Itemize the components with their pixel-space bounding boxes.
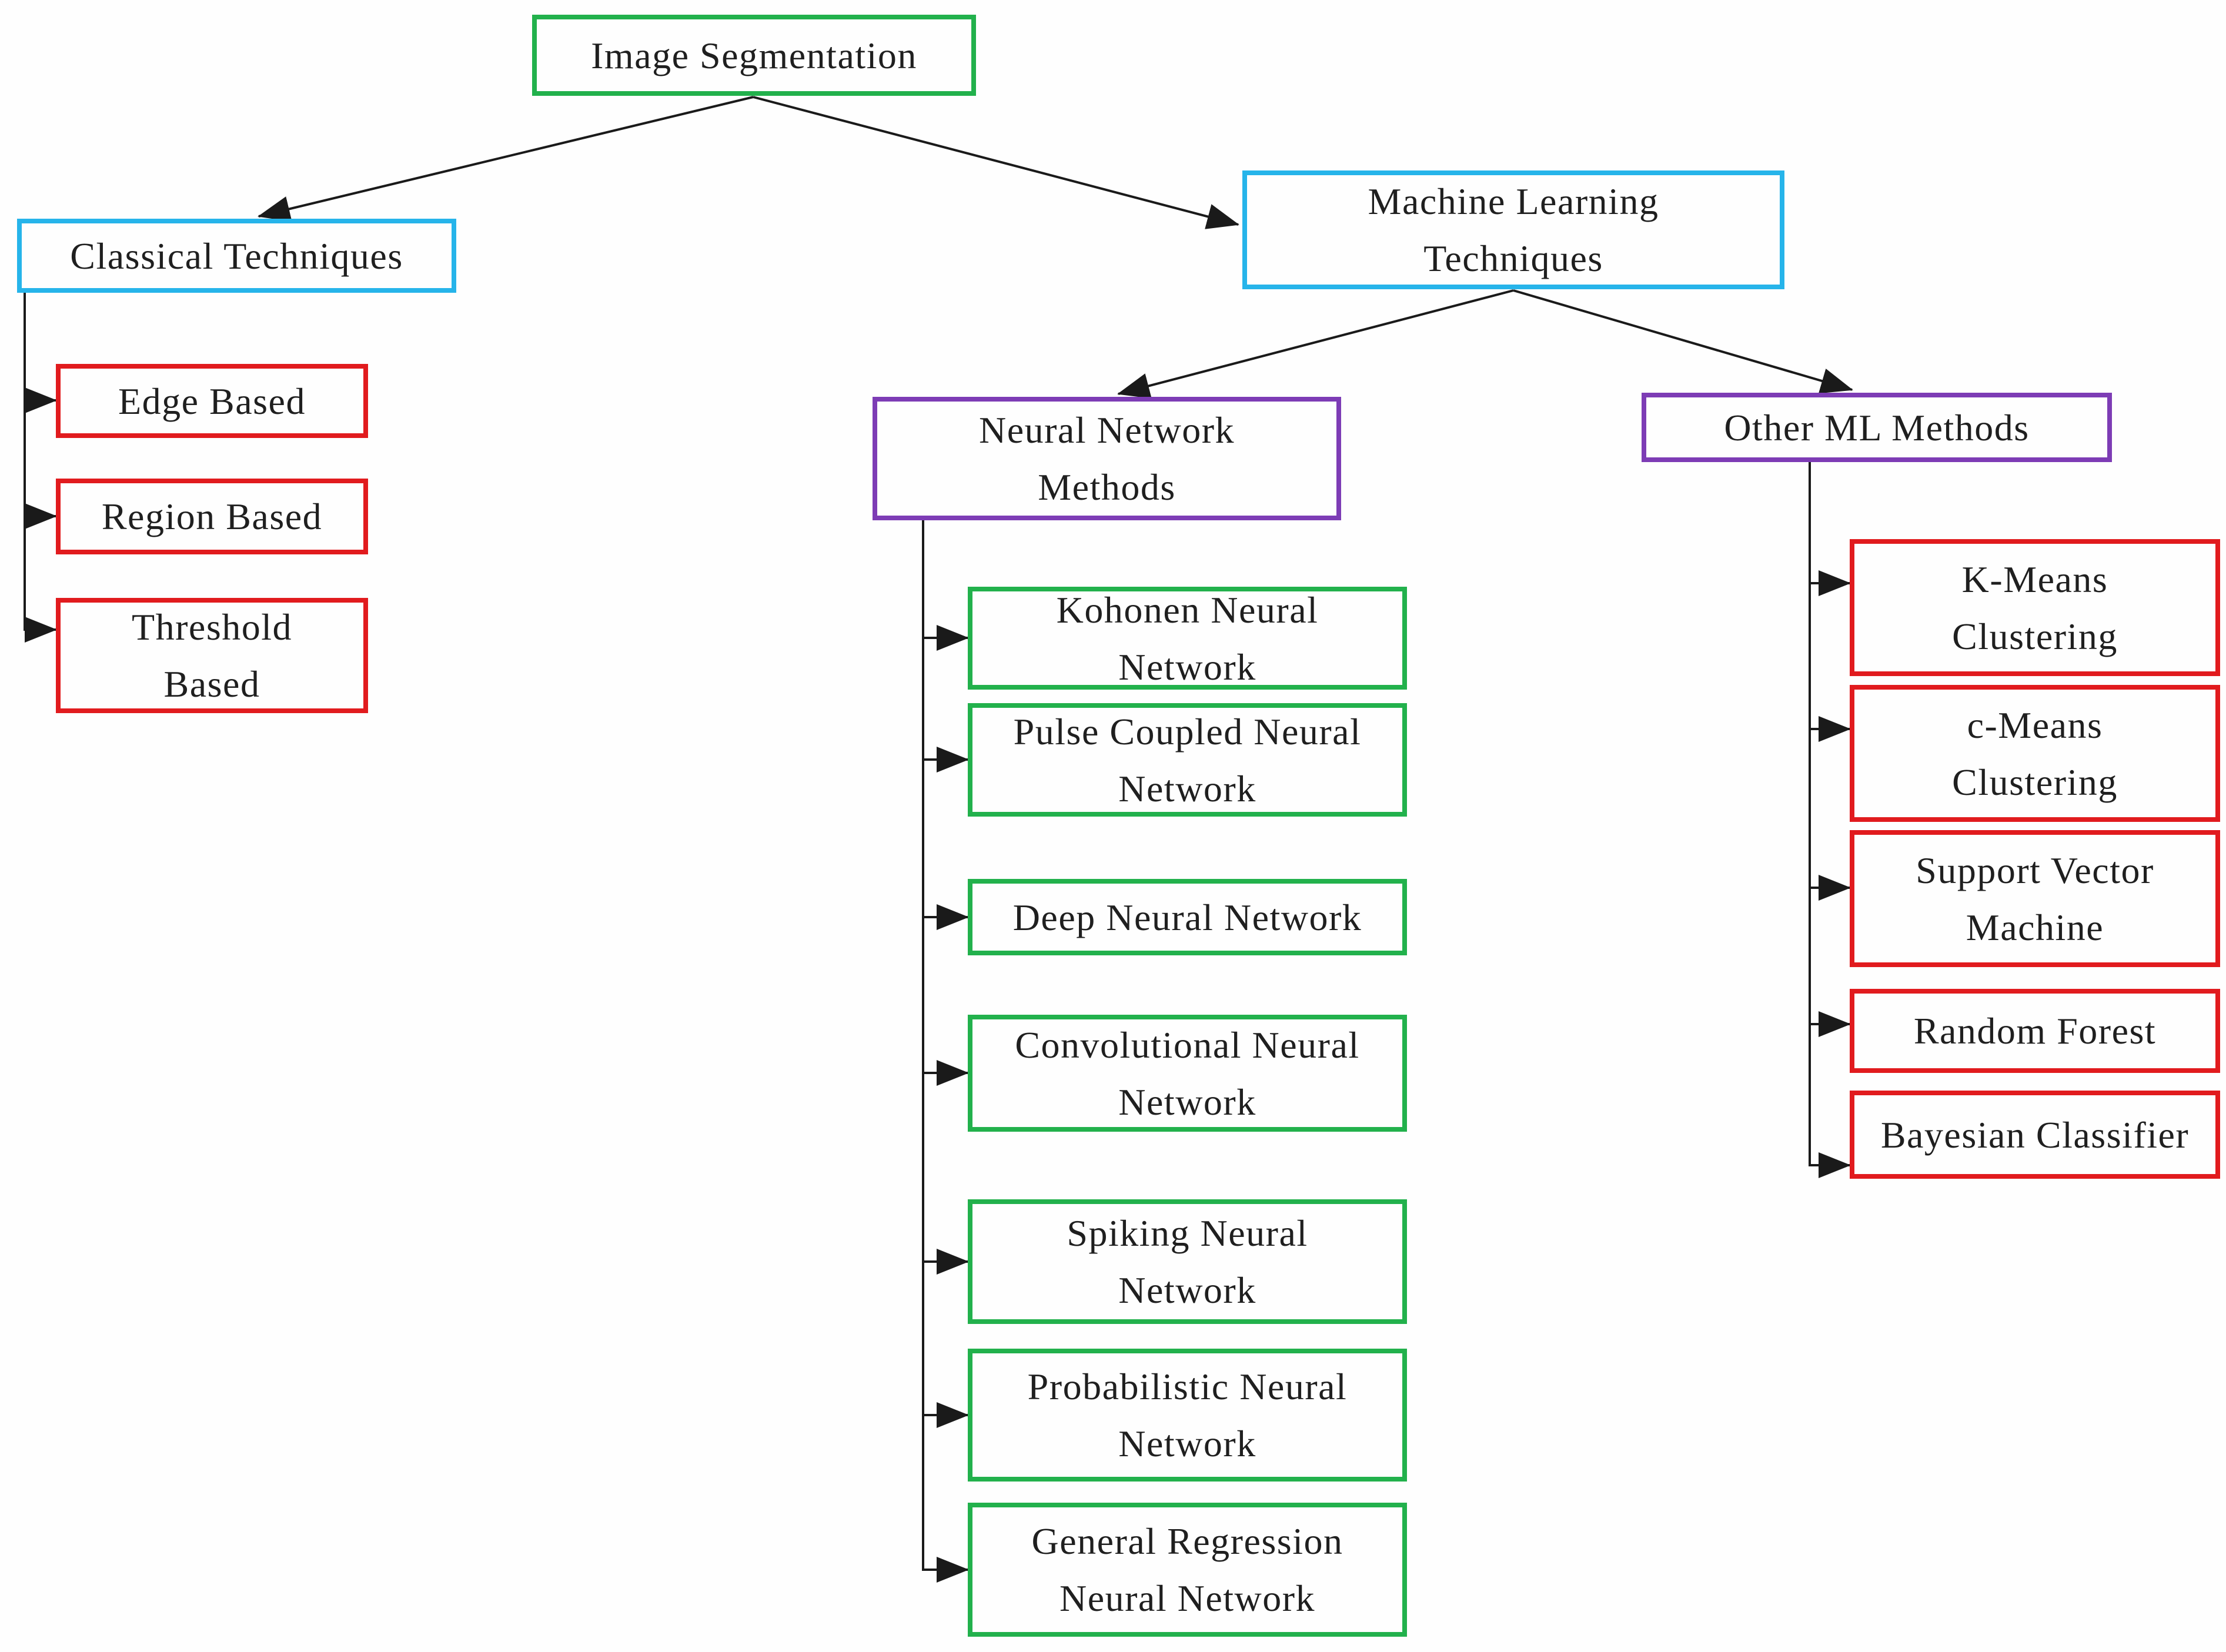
arrow-ml-to-other: [1513, 289, 1853, 394]
node-label-line: Neural Network: [978, 409, 1235, 451]
node-label-line: Support Vector: [1916, 849, 2154, 891]
node-label-line: Methods: [1038, 466, 1176, 508]
node-classical-techniques: Classical Techniques: [17, 219, 456, 293]
node-random-forest: Random Forest: [1850, 989, 2220, 1073]
node-label-line: Network: [1118, 767, 1256, 810]
node-label-line: Techniques: [1423, 238, 1603, 279]
node-other-ml-methods: Other ML Methods: [1642, 393, 2112, 462]
node-label-line: Threshold: [132, 606, 292, 648]
node-label-line: Clustering: [1952, 761, 2118, 803]
node-label-line: Deep Neural Network: [1012, 896, 1362, 938]
node-label-line: General Regression: [1031, 1520, 1343, 1562]
node-deep-neural-network: Deep Neural Network: [968, 879, 1407, 955]
node-label-line: Based: [163, 663, 260, 705]
node-label-line: Probabilistic Neural: [1027, 1366, 1348, 1407]
node-label-line: Spiking Neural: [1067, 1212, 1308, 1254]
node-label-line: Network: [1118, 1423, 1256, 1464]
node-region-based: Region Based: [56, 479, 368, 554]
node-label-line: Machine Learning: [1368, 180, 1659, 222]
node-label-line: Clustering: [1952, 615, 2118, 657]
node-label-line: Edge Based: [118, 380, 306, 422]
node-label-line: Neural Network: [1059, 1577, 1316, 1619]
node-label-line: Kohonen Neural: [1056, 588, 1319, 631]
node-label-line: K-Means: [1961, 558, 2108, 600]
arrow-seg-to-ml: [753, 96, 1239, 229]
node-label-line: Bayesian Classifier: [1880, 1113, 2190, 1156]
node-label-line: Image Segmentation: [591, 34, 917, 76]
arrow-seg-to-classical: [258, 96, 754, 222]
node-edge-based: Edge Based: [56, 364, 368, 438]
node-label-line: Other ML Methods: [1724, 406, 2030, 449]
diagram-edges: [24, 96, 1853, 1583]
node-label-line: Classical Techniques: [70, 235, 403, 277]
node-label-line: c-Means: [1967, 704, 2103, 746]
node-label-line: Machine: [1966, 906, 2104, 948]
node-image-segmentation: Image Segmentation: [532, 15, 976, 96]
node-bayesian-classifier: Bayesian Classifier: [1850, 1091, 2220, 1179]
node-label-line: Convolutional Neural: [1015, 1024, 1360, 1066]
arrow-ml-to-nn: [1117, 289, 1514, 399]
node-label-line: Network: [1118, 1269, 1256, 1311]
node-label-line: Network: [1118, 1081, 1256, 1123]
node-label-line: Region Based: [101, 496, 323, 537]
node-label-line: Pulse Coupled Neural: [1013, 710, 1362, 753]
node-label-line: Random Forest: [1913, 1010, 2157, 1052]
node-label-line: Network: [1118, 646, 1256, 688]
